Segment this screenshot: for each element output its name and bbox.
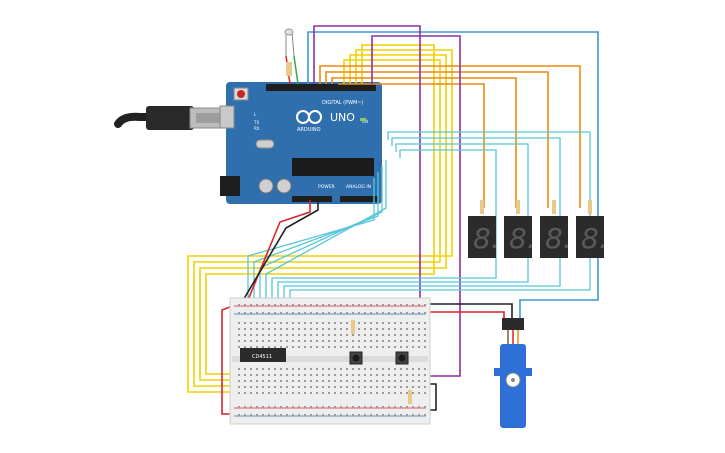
display-body [540,216,568,258]
seven-segment-display: 8. [576,200,608,258]
capacitor-1 [258,178,274,194]
cd4511-chip: CD4511 [240,348,286,362]
power-jack [220,176,240,196]
digital-header [266,84,376,91]
power-header [292,196,332,202]
seven-segment-display: 8. [504,200,536,258]
display-digit: 8. [581,222,608,255]
power-label: POWER [318,184,335,190]
analog-header [340,196,378,202]
display-digit: 8. [509,222,536,255]
servo-ground-wire [420,303,513,320]
digital-label: DIGITAL (PWM~) [322,100,364,106]
breadboard-holes [238,304,426,416]
seven-segment-display: 8. [468,200,500,258]
display-digit: 8. [545,222,572,255]
orange-wires [319,65,581,208]
display-resistor [516,200,520,214]
display-body [576,216,604,258]
on-led [360,118,366,121]
usb-cable [114,106,227,130]
display-resistor [588,200,592,214]
display-body [468,216,496,258]
on-led-label: ON [362,119,368,124]
status-led [284,28,299,85]
servo-motor [494,318,532,428]
black-ground-wire [241,200,319,303]
led-resistor [286,62,292,76]
atmega-chip [292,158,374,176]
servo-mount [494,368,532,376]
display-digit: 8. [473,222,500,255]
rx-label: RX [254,126,260,131]
seven-segment-display: 8. [540,200,572,258]
l-led-label: L [254,112,257,117]
display-resistor [552,200,556,214]
cd4511-label: CD4511 [252,354,272,360]
tx-label: TX [253,120,259,125]
usb-jack [219,105,235,129]
capacitor-2 [276,178,292,194]
reset-button-cap[interactable] [237,90,245,98]
seven-segment-displays: 8. 8. 8. 8. [468,200,608,258]
arduino-board: ARDUINO UNO DIGITAL (PWM~) POWER ANALOG … [219,82,382,204]
arduino-logo-icon [296,110,322,124]
crystal [255,139,275,149]
servo-power-wire [420,311,505,320]
blue-wire [307,31,599,320]
purple-wire-2 [371,35,461,377]
yellow-wires [187,44,453,393]
servo-connector [502,318,524,330]
arduino-model: UNO [330,111,355,124]
arduino-brand: ARDUINO [297,127,321,133]
display-resistor [480,200,484,214]
push-button-1[interactable] [349,351,363,365]
display-body [504,216,532,258]
analog-label: ANALOG IN [346,184,371,190]
button-resistor-1 [351,320,355,334]
push-button-2[interactable] [395,351,409,365]
button-resistor-2 [408,390,412,404]
